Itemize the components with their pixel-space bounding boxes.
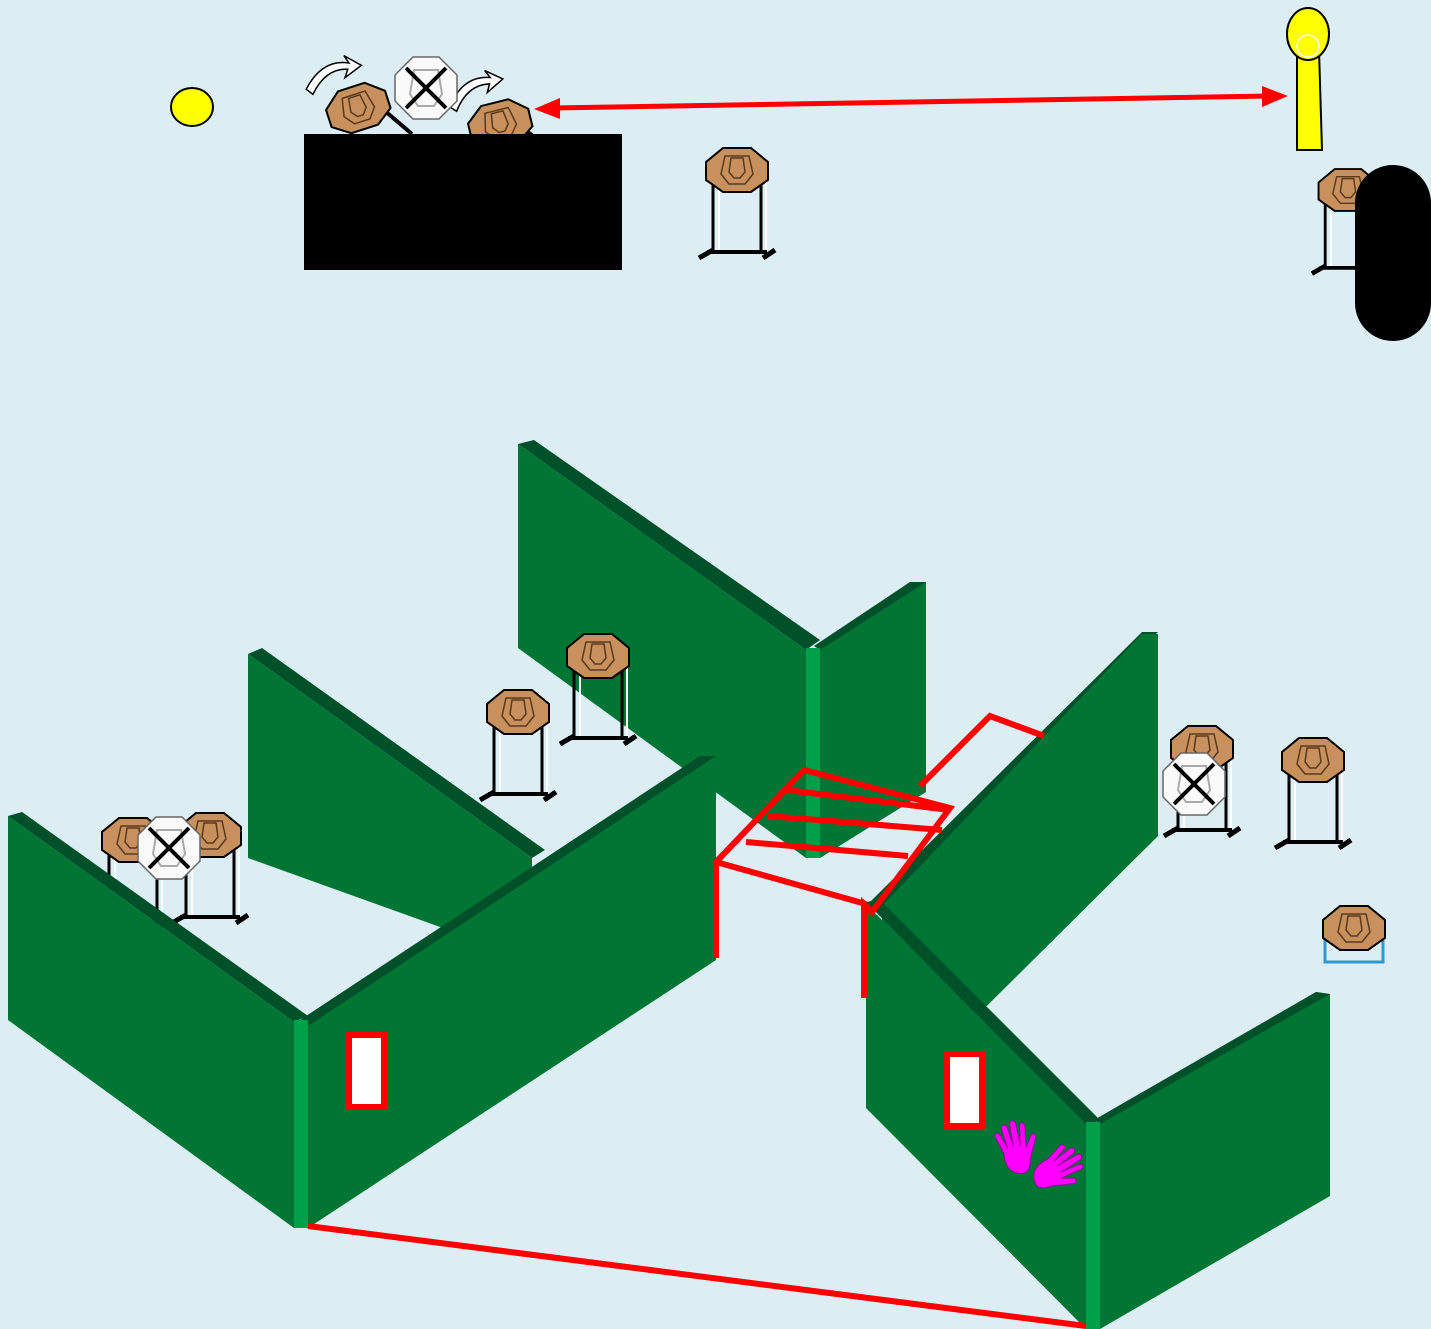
wall-icon: [518, 440, 926, 858]
port-icon: [944, 1051, 985, 1129]
fault-line-icon: [307, 712, 1087, 1329]
target-on-stand-icon: [480, 690, 556, 800]
swinger-right: [442, 66, 538, 154]
popper-icon: [1286, 7, 1330, 151]
wall-icon: [866, 900, 1330, 1329]
double-arrow-icon: [534, 86, 1288, 119]
no-shoot-icon: [1161, 751, 1227, 817]
barrier-icon: [304, 134, 622, 270]
swinger-left: [301, 52, 414, 140]
no-shoot-icon: [136, 815, 202, 881]
yellow-dot-icon: [170, 87, 214, 127]
wall-icon: [8, 756, 716, 1228]
no-shoot-icon: [393, 55, 459, 121]
port-icon: [346, 1032, 387, 1110]
barrel-icon: [1355, 165, 1431, 341]
wall-icon: [248, 648, 545, 960]
target-on-stand-icon: [1275, 738, 1351, 848]
target-low-icon: [1322, 905, 1386, 964]
target-on-stand-icon: [699, 148, 775, 258]
